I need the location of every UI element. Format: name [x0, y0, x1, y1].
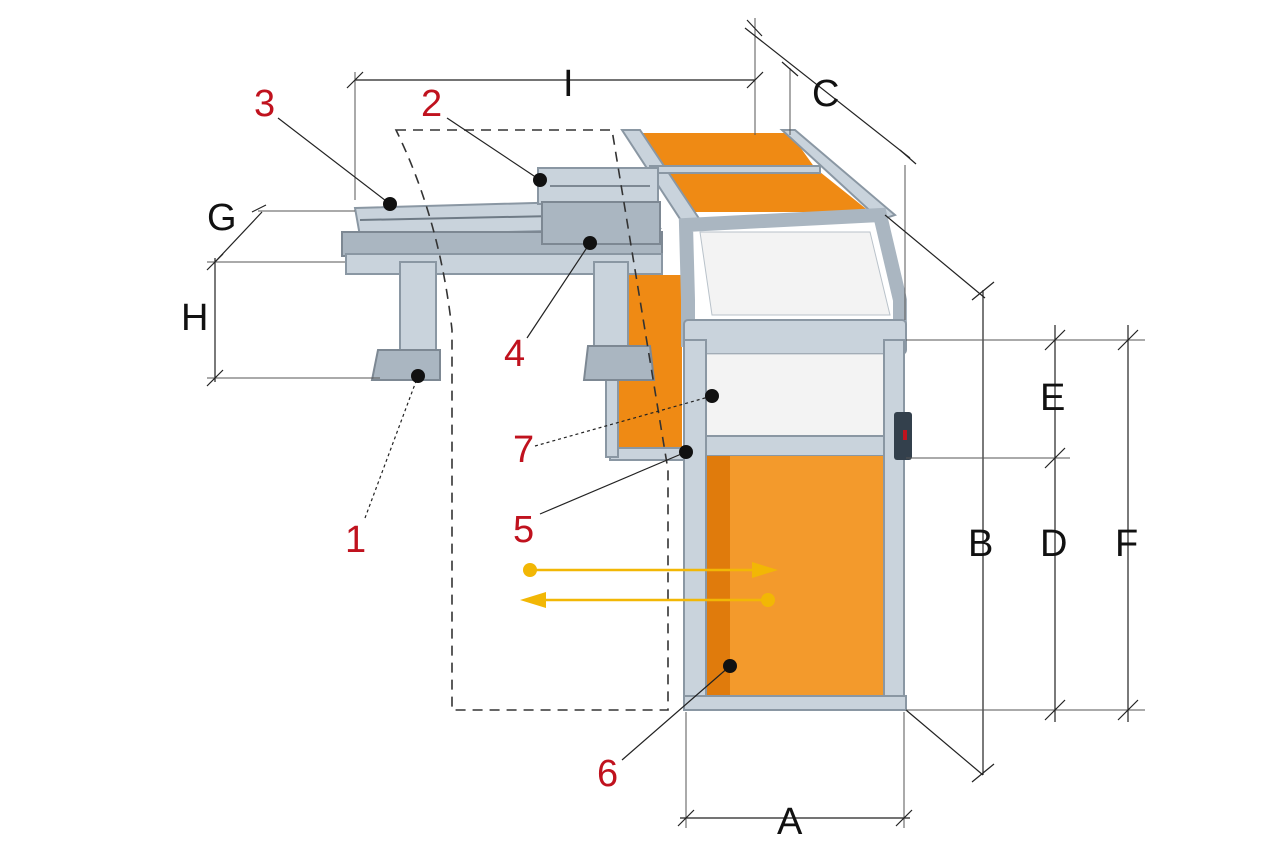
machine-illustration	[341, 129, 912, 711]
bottom-beam	[683, 695, 907, 711]
dim-tick-c-2	[781, 61, 799, 77]
leader-3	[277, 117, 391, 205]
roof-panel-rear	[630, 133, 815, 168]
dim-label-g: G	[207, 197, 237, 239]
part-label-5: 5	[513, 509, 534, 551]
dim-tick-e-bottom	[1044, 447, 1066, 469]
roof-cross-bar	[649, 165, 821, 174]
front-door-panel	[706, 456, 888, 696]
dim-tick-b-top	[971, 281, 995, 301]
dim-tick-h-bottom	[206, 369, 224, 387]
dim-tick-c-1	[746, 19, 763, 37]
carriage-lower	[541, 201, 661, 245]
dim-label-b: B	[968, 523, 993, 565]
dim-tick-h-top	[206, 253, 224, 271]
leader-4	[526, 242, 591, 339]
dim-tick-d-bottom	[1044, 699, 1066, 721]
dim-label-i: I	[563, 63, 574, 105]
motion-arrows	[520, 562, 778, 608]
mid-beam	[685, 435, 907, 457]
motion-arrow-left-dot	[761, 593, 775, 607]
dim-tick-a-right	[895, 809, 913, 827]
dim-label-d: D	[1040, 523, 1067, 565]
front-window	[705, 353, 885, 441]
dimension-lines	[206, 18, 1145, 828]
front-post-right	[883, 339, 905, 707]
dim-label-e: E	[1040, 377, 1065, 419]
marker-6	[723, 659, 737, 673]
dimension-label-group: I C G H E B D F A	[181, 63, 1138, 843]
front-door-shade	[706, 456, 730, 696]
gantry-foot-right	[582, 345, 656, 381]
motion-arrow-left-head	[520, 592, 546, 608]
roof-frame-right	[779, 129, 897, 222]
part-label-7: 7	[513, 429, 534, 471]
leader-5	[539, 451, 687, 515]
dim-line-c	[744, 27, 911, 159]
leader-2	[446, 117, 541, 181]
leader-1	[364, 375, 419, 519]
rear-frame-bottom	[609, 447, 689, 461]
dim-line-b-diag	[905, 709, 984, 776]
control-box-light	[903, 430, 907, 440]
dim-tick-g	[251, 204, 267, 213]
leader-7	[534, 395, 713, 447]
part-label-2: 2	[421, 83, 442, 125]
marker-3	[383, 197, 397, 211]
marker-7	[705, 389, 719, 403]
dim-tick-c-3	[899, 149, 917, 165]
dim-label-c: C	[812, 73, 839, 115]
marker-5	[679, 445, 693, 459]
marker-1	[411, 369, 425, 383]
upper-glass	[699, 231, 891, 316]
dim-tick-a-left	[677, 809, 695, 827]
dim-label-a: A	[777, 801, 803, 843]
motion-arrow-right-dot	[523, 563, 537, 577]
marker-4	[583, 236, 597, 250]
motion-arrow-right-head	[752, 562, 778, 578]
part-label-4: 4	[504, 333, 525, 375]
part-label-3: 3	[254, 83, 275, 125]
top-beam	[683, 319, 907, 355]
dim-tick-i-left	[346, 71, 364, 89]
dim-tick-f-top	[1117, 329, 1139, 351]
part-number-group: 3 2 4 7 5 1 6	[254, 83, 618, 795]
dim-tick-b-bottom	[971, 763, 995, 783]
dim-tick-f-bottom	[1117, 699, 1139, 721]
dim-tick-i-right	[746, 71, 764, 89]
part-label-6: 6	[597, 753, 618, 795]
marker-2	[533, 173, 547, 187]
gantry-foot-left	[370, 349, 441, 381]
dim-label-h: H	[181, 297, 208, 339]
dim-tick-e-top	[1044, 329, 1066, 351]
part-leaders	[277, 117, 737, 761]
door-swing-outline	[394, 129, 669, 711]
dim-line-g	[214, 211, 263, 263]
leader-6	[621, 665, 731, 761]
dim-line-depth	[884, 214, 986, 299]
dim-label-f: F	[1115, 523, 1138, 565]
front-post-left	[683, 339, 707, 707]
part-label-1: 1	[345, 519, 366, 561]
roof-panel-front	[660, 172, 870, 212]
